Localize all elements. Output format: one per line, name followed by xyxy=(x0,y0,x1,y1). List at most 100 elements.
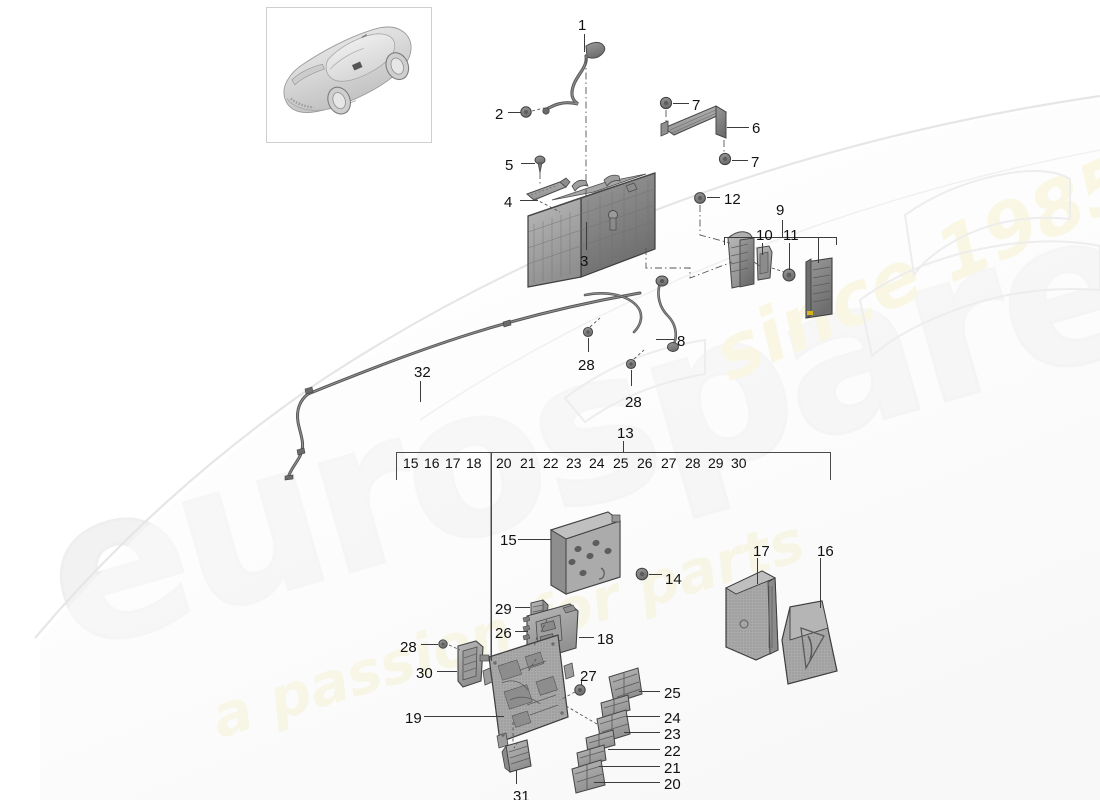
bracket-num-21: 21 xyxy=(520,455,536,471)
part-3-battery xyxy=(527,172,656,288)
vehicle-thumbnail xyxy=(266,7,432,143)
leader-29 xyxy=(515,607,530,608)
bracket-top-rule xyxy=(396,452,830,453)
callout-16: 16 xyxy=(817,543,834,560)
callout-28: 28 xyxy=(578,357,595,374)
callout-30: 30 xyxy=(416,665,433,682)
part-12-nut xyxy=(694,192,706,204)
part-11-nut xyxy=(782,268,796,282)
bracket-left-tick xyxy=(396,452,397,480)
callout-1: 1 xyxy=(578,17,587,34)
part-1-positive-cable xyxy=(542,41,606,115)
leader-26 xyxy=(515,631,528,632)
part-27-nut xyxy=(574,684,586,696)
leader-5 xyxy=(521,163,535,164)
bracket-num-25: 25 xyxy=(613,455,629,471)
callout-24: 24 xyxy=(664,710,681,727)
leader-9-right-tick xyxy=(836,237,837,245)
part-28-clip-a xyxy=(582,326,594,338)
leader-32 xyxy=(420,381,421,402)
leader-1 xyxy=(584,34,585,52)
car-illustration xyxy=(283,26,412,115)
leader-28-c xyxy=(421,644,438,645)
watermark-tagline-right: since 1985 xyxy=(701,137,1100,399)
leader-9-stem xyxy=(782,220,783,237)
bracket-right-tick xyxy=(830,452,831,480)
part-16-cover-right xyxy=(781,600,838,685)
leader-10 xyxy=(762,243,763,255)
callout-29: 29 xyxy=(495,601,512,618)
callout-7: 7 xyxy=(751,154,760,171)
watermark-brand: eurospares xyxy=(18,128,1100,701)
callout-14: 14 xyxy=(665,571,682,588)
callout-32: 32 xyxy=(414,364,431,381)
leader-7-lower xyxy=(732,160,748,161)
leader-30 xyxy=(437,671,457,672)
leader-7-upper xyxy=(673,103,689,104)
callout-25: 25 xyxy=(664,685,681,702)
callout-11: 11 xyxy=(783,227,799,244)
part-18-relay-carrier xyxy=(522,603,579,662)
bracket-num-18: 18 xyxy=(466,455,482,471)
leader-9-to-block xyxy=(818,237,819,263)
leader-16 xyxy=(820,558,821,608)
leader-28-b xyxy=(631,370,632,386)
leader-27 xyxy=(581,680,582,685)
leader-13 xyxy=(623,441,624,453)
part-7-nut-upper xyxy=(659,96,673,110)
part-24-relay xyxy=(600,694,631,719)
bracket-num-20: 20 xyxy=(496,455,512,471)
leader-25 xyxy=(639,691,660,692)
callout-6: 6 xyxy=(752,120,761,137)
bracket-divider xyxy=(491,453,492,661)
leader-4 xyxy=(520,200,538,201)
callout-5: 5 xyxy=(505,157,514,174)
callout-10: 10 xyxy=(756,227,773,244)
callout-17: 17 xyxy=(753,543,770,560)
bracket-num-15: 15 xyxy=(403,455,419,471)
part-4-hold-down-clamp xyxy=(526,177,571,201)
part-20-relay xyxy=(571,759,606,794)
leader-20 xyxy=(594,782,660,783)
part-9-distribution-block xyxy=(805,257,833,319)
bracket-num-16: 16 xyxy=(424,455,440,471)
part-7-nut-lower xyxy=(718,152,732,166)
callout-7: 7 xyxy=(692,97,701,114)
bracket-num-28: 28 xyxy=(685,455,701,471)
part-15-control-module xyxy=(549,511,622,595)
leader-24 xyxy=(626,716,660,717)
part-28-clip-b xyxy=(625,358,637,370)
part-21-relay xyxy=(576,744,607,769)
callout-18: 18 xyxy=(597,631,614,648)
part-5-bolt xyxy=(534,155,546,174)
callout-21: 21 xyxy=(664,760,681,777)
leader-28-a xyxy=(588,338,589,352)
callout-26: 26 xyxy=(495,625,512,642)
part-23-relay xyxy=(596,709,631,744)
part-2-nut xyxy=(520,106,532,118)
leader-23 xyxy=(624,732,660,733)
callout-4: 4 xyxy=(504,194,513,211)
leader-9-bar xyxy=(724,237,836,238)
leader-17 xyxy=(757,558,758,584)
leader-14 xyxy=(649,574,662,575)
part-14-nut xyxy=(635,567,649,581)
callout-31: 31 xyxy=(513,788,530,800)
bracket-num-27: 27 xyxy=(661,455,677,471)
leader-11 xyxy=(789,243,790,270)
leader-6 xyxy=(727,127,749,128)
callout-28: 28 xyxy=(400,639,417,656)
callout-2: 2 xyxy=(495,106,504,123)
part-26-small-fuse xyxy=(531,624,543,638)
part-19-fuse-relay-plate xyxy=(482,634,575,749)
callout-8: 8 xyxy=(677,333,686,350)
leader-3 xyxy=(586,222,587,250)
part-17-cover-left xyxy=(725,570,779,661)
callout-13: 13 xyxy=(617,425,634,442)
callout-19: 19 xyxy=(405,710,422,727)
bracket-num-30: 30 xyxy=(731,455,747,471)
